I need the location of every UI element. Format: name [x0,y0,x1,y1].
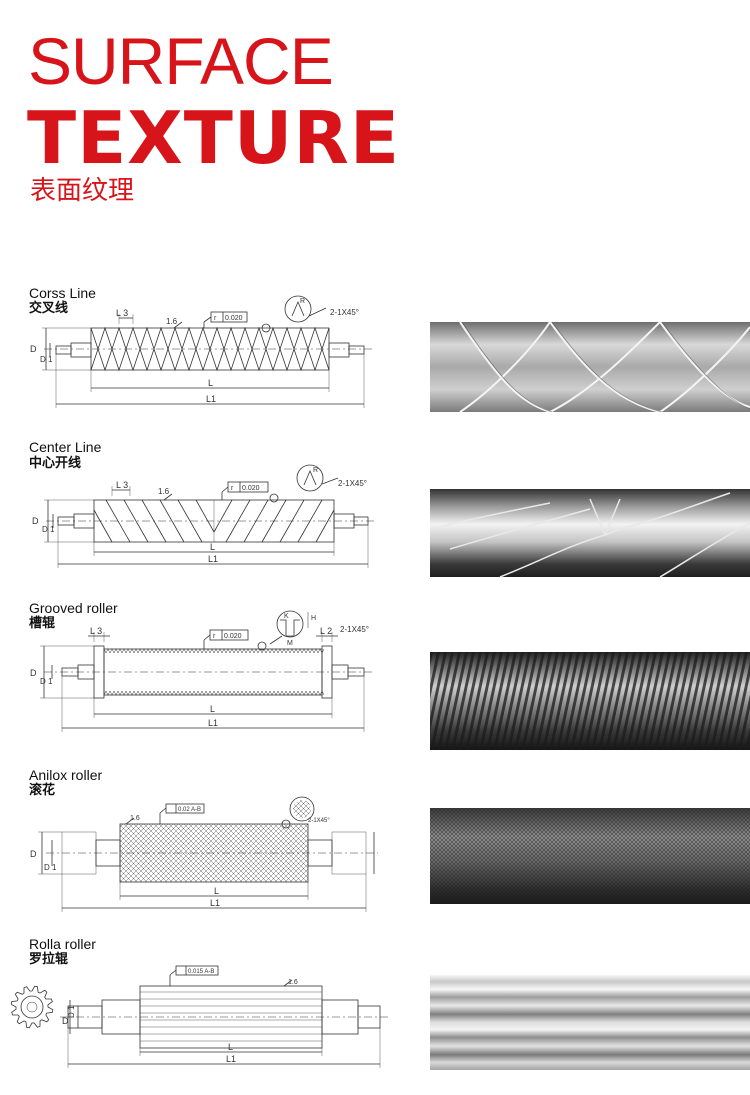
center-line-roller-photo [430,489,750,578]
groove-h-label: H [311,615,316,622]
cross-line-roller-photo [430,322,750,412]
page-title-surface: SURFACE [28,24,334,98]
gear-end-view [10,985,54,1029]
dim-d: D [62,1016,69,1026]
flute-pattern [140,991,322,1042]
anilox-roller-drawing: 1.6 0.02 A-B 2-1X45° D D 1 L L1 [30,796,378,912]
dim-d: D [30,668,37,678]
dim-d1: D 1 [40,355,53,364]
anilox-roller-photo [430,808,750,904]
rolla-roller-photo [430,974,750,1070]
dim-l2: L 2 [320,626,332,636]
roughness-label: 1.6 [166,317,178,326]
center-line-drawing: L 3 1.6 r 0.020 2-1X45° R D D 1 L L1 [32,464,376,568]
grooved-roller-photo [430,652,750,750]
dim-l1: L1 [226,1054,236,1064]
dim-d1: D 1 [40,677,53,686]
dim-l: L [210,542,215,552]
chamfer-label: 2-1X45° [338,479,367,488]
chamfer-label: 2-1X45° [340,625,369,634]
section-title-center-line-cn: 中心开线 [29,456,82,471]
radius-label: R [300,298,305,305]
section-title-anilox-roller: Anilox roller [29,767,103,783]
tolerance-value: 0.015 A-B [188,969,214,975]
section-title-cross-line-cn: 交叉线 [29,301,69,316]
groove-m-label: M [287,640,293,647]
dim-l1: L1 [210,898,220,908]
tolerance-value: 0.020 [224,633,242,640]
dim-d1: D 1 [42,525,55,534]
dim-l1: L1 [208,554,218,564]
dim-l: L [214,886,219,896]
chamfer-label: 2-1X45° [330,308,359,317]
dim-d1: D 1 [44,863,57,872]
tolerance-sym: r [214,315,217,322]
tolerance-sym: r [231,485,234,492]
dim-l1: L1 [206,394,216,404]
groove-pattern [103,648,325,654]
section-title-rolla-roller: Rolla roller [29,936,96,952]
radius-label: R [313,467,318,474]
dim-l: L [208,378,213,388]
tolerance-sym: r [213,633,216,640]
roughness-label: 1.6 [158,487,170,496]
section-title-anilox-roller-cn: 滚花 [29,783,56,798]
groove-k-label: K [284,613,289,620]
section-title-rolla-roller-cn: 罗拉辊 [29,952,69,967]
tolerance-value: 0.020 [225,315,243,322]
section-title-grooved-roller: Grooved roller [29,600,118,616]
page-title-texture: TEXTURE [27,96,401,180]
dim-d: D [32,516,39,526]
tolerance-value: 0.02 A-B [178,807,201,813]
cross-line-drawing: L 3 1.6 r 0.020 2-1X45° R D D 1 L L1 [30,295,374,408]
dim-d: D [30,849,37,859]
chamfer-label: 2-1X45° [308,818,330,824]
dim-l1: L1 [208,718,218,728]
roughness-label: 1.6 [288,979,298,986]
page-title-chinese: 表面纹理 [30,176,135,206]
section-title-center-line: Center Line [29,439,102,455]
dim-l3: L 3 [90,626,102,636]
dim-l3: L 3 [116,480,128,490]
dim-l3: L 3 [116,308,128,318]
section-title-cross-line: Corss Line [29,285,96,301]
roughness-label: 1.6 [130,815,140,822]
dim-l: L [228,1042,233,1052]
grooved-roller-drawing: L 3 L 2 r 0.020 2-1X45° K M H D D 1 L L1 [30,610,374,732]
rolla-roller-drawing: 1.6 0.015 A-B D D 1 L L1 [10,965,388,1068]
dim-l: L [210,704,215,714]
dim-d: D [30,344,37,354]
section-title-grooved-roller-cn: 槽辊 [29,616,56,631]
dim-d1: D 1 [67,1005,76,1018]
tolerance-value: 0.020 [242,485,260,492]
